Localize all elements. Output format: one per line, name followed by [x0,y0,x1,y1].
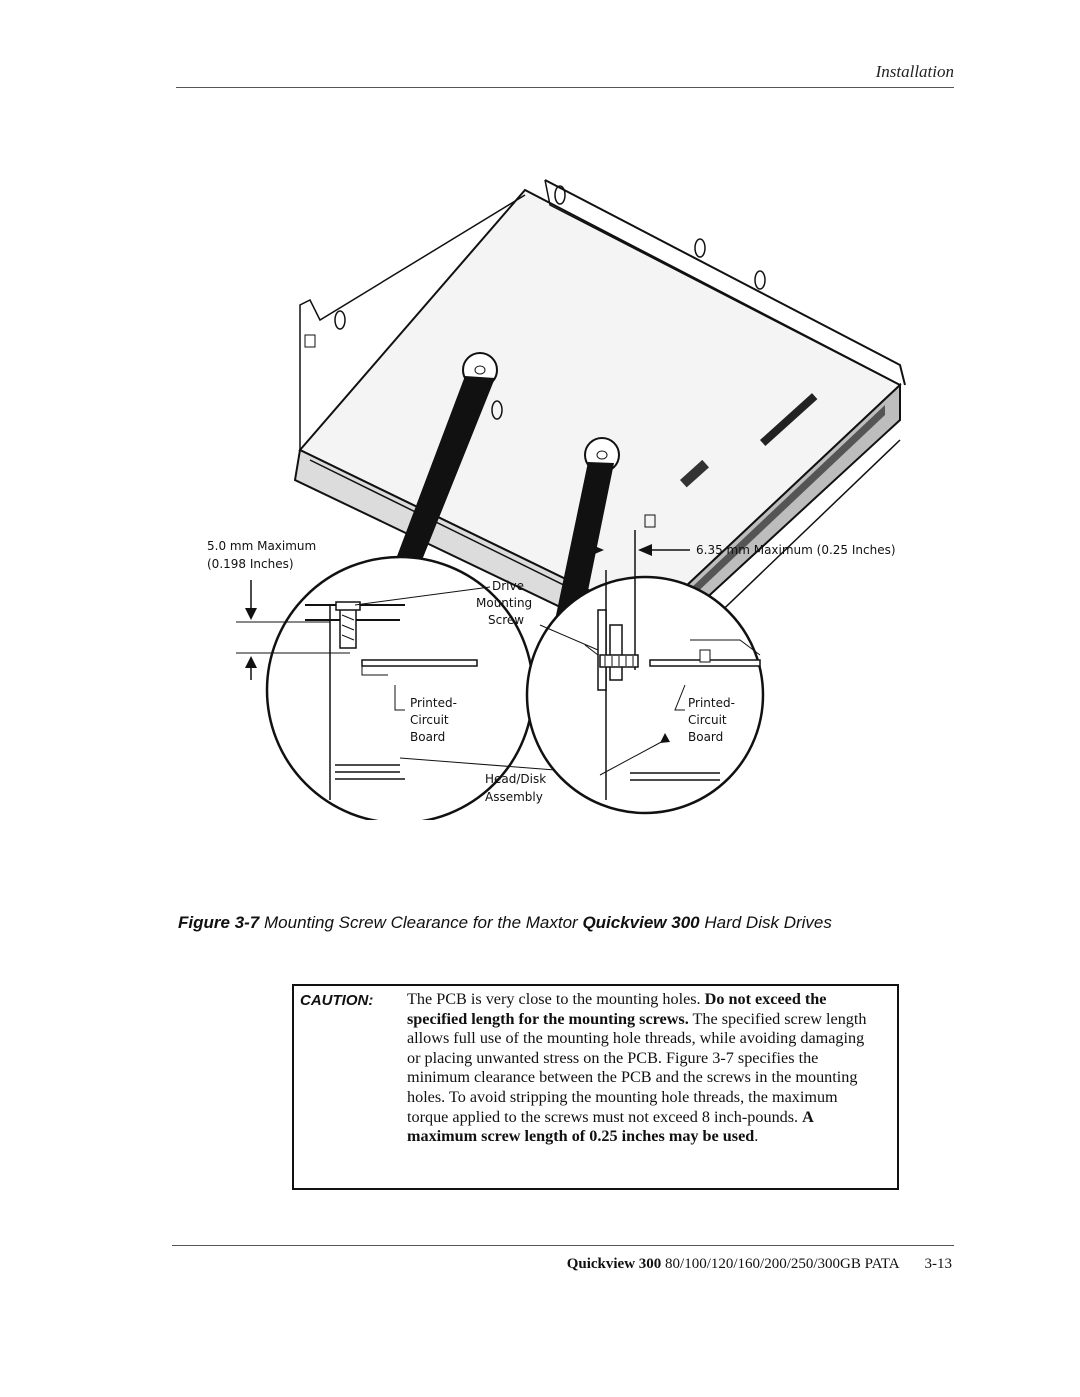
label-hda-2: Assembly [485,790,543,804]
label-pcb-right-1: Printed- [688,696,735,710]
label-pcb-left-1: Printed- [410,696,457,710]
page-number: 3-13 [924,1256,953,1272]
caution-text-3: . [754,1127,759,1146]
page-footer: Quickview 300 80/100/120/160/200/250/300… [567,1256,952,1273]
mounting-screw-figure: 5.0 mm Maximum (0.198 Inches) 6.35 mm Ma… [207,179,906,820]
header-section-title: Installation [875,62,954,81]
header-rule [176,87,954,88]
footer-models: 80/100/120/160/200/250/300GB PATA [665,1256,899,1272]
label-drive-2: Mounting [476,596,532,610]
right-detail-circle [399,530,765,815]
left-detail-circle [236,555,535,820]
caution-bold-1: Do not exceed the specified length for t… [407,990,827,1028]
footer-product: Quickview 300 [566,1256,662,1272]
caution-bold-2: A maximum screw length of 0.25 inches ma… [407,1107,813,1146]
caution-box: CAUTION: The PCB is very close to the mo… [292,984,899,1190]
hard-drive-illustration [293,179,906,672]
caution-label: CAUTION: [300,992,374,1009]
label-pcb-left-3: Board [410,730,445,744]
label-hda-1: Head/Disk [485,772,546,786]
label-drive-3: Screw [488,613,524,627]
label-pcb-right-2: Circuit [688,713,727,727]
caution-text-1: The PCB is very close to the mounting ho… [407,990,705,1008]
label-pcb-right-3: Board [688,730,723,744]
caption-text-after: Hard Disk Drives [704,913,832,932]
figure-caption: Figure 3-7 Mounting Screw Clearance for … [178,913,978,933]
label-max-left-1: 5.0 mm Maximum [207,539,316,553]
caption-figure-word: Figure [178,913,230,932]
caution-text-2: The specified screw length allows full u… [407,1009,867,1126]
caption-figure-number: 3-7 [234,913,260,932]
caption-text-before: Mounting Screw Clearance for the Maxtor [264,913,578,932]
label-max-left-2: (0.198 Inches) [207,557,294,571]
caption-product: Quickview 300 [582,913,700,932]
footer-rule [172,1245,954,1246]
label-drive-1: Drive [492,579,524,593]
label-pcb-left-2: Circuit [410,713,449,727]
label-max-right: 6.35 mm Maximum (0.25 Inches) [696,543,896,557]
caution-text: The PCB is very close to the mounting ho… [407,990,877,1147]
